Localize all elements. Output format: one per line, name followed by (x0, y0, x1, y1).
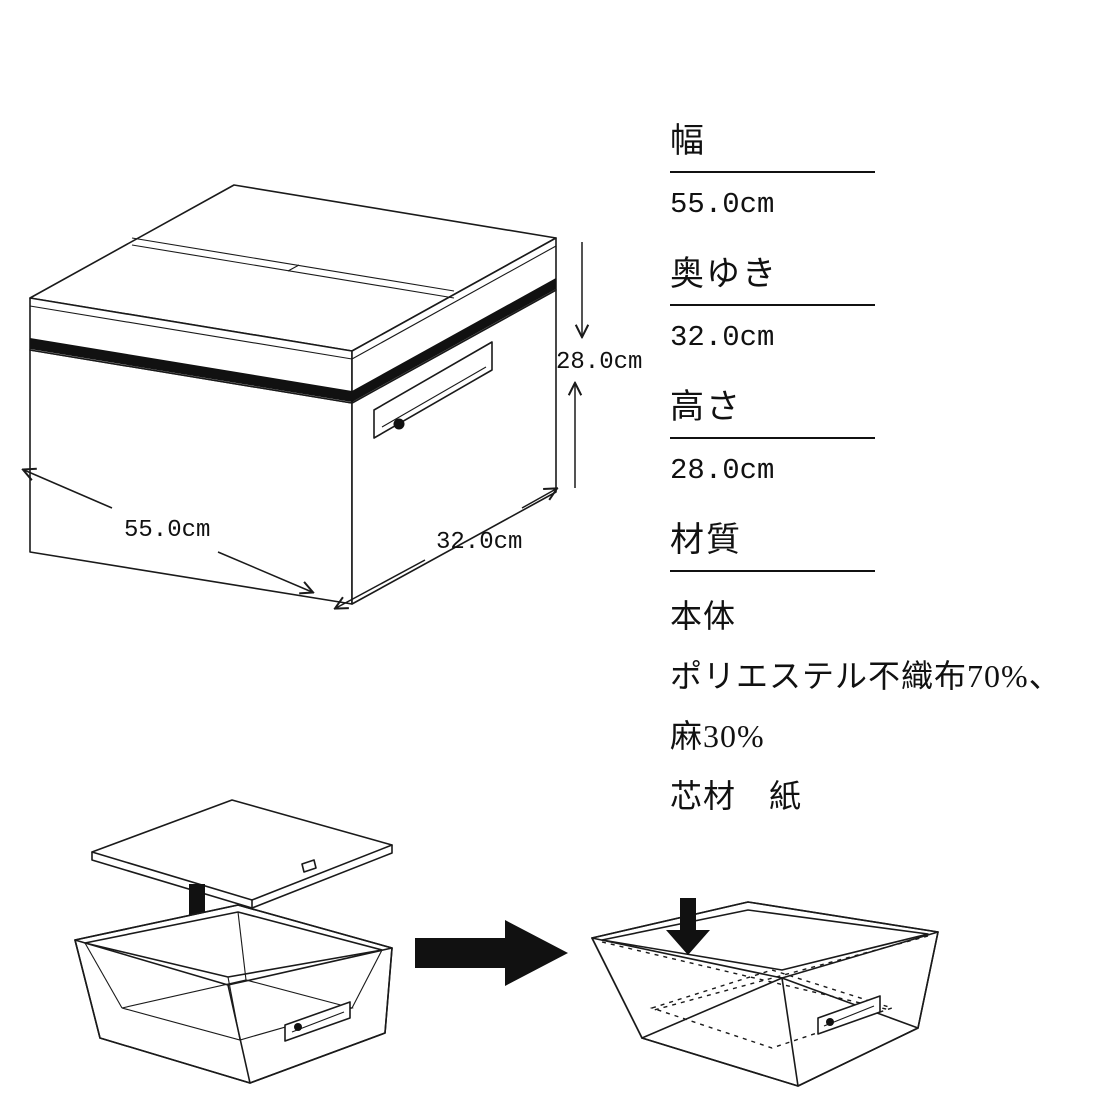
material-line-fabric: ポリエステル不織布70%、 (670, 658, 1062, 695)
handle-rivet-icon (826, 1018, 834, 1026)
spec-value-height: 28.0cm (670, 454, 775, 488)
lid-trim-stripe-front (30, 338, 352, 402)
depth-dimension-label: 32.0cm (436, 529, 522, 556)
handle-rivet-icon (294, 1023, 302, 1031)
height-dimension: 28.0cm (556, 242, 642, 488)
folding-box-handle (817, 995, 881, 1035)
down-arrow-icon-2 (666, 898, 710, 955)
assembly-folding-box (591, 901, 939, 1087)
assembly-lid (91, 799, 393, 909)
storage-box-diagram: 28.0cm 55.0cm 32.0cm (0, 184, 642, 640)
right-arrow-icon (415, 920, 568, 986)
box-handle (373, 341, 493, 439)
spec-label-depth: 奥ゆき (670, 255, 875, 307)
material-header: 材質 (670, 521, 875, 573)
spec-label-height: 高さ (670, 388, 875, 440)
spec-label-width: 幅 (670, 122, 875, 174)
lid-trim-stripe-side (352, 278, 556, 402)
material-line-linen: 麻30% (670, 718, 765, 755)
spec-value-width: 55.0cm (670, 188, 775, 222)
spec-height: 高さ 28.0cm (670, 388, 1100, 485)
assembly-open-box (74, 904, 393, 1084)
width-dimension-label: 55.0cm (124, 517, 210, 544)
spec-panel: 幅 55.0cm 奥ゆき 32.0cm 高さ 28.0cm 材質 本体 ポリエス… (670, 122, 1100, 840)
spec-value-depth: 32.0cm (670, 321, 775, 355)
material-line-body: 本体 (670, 598, 737, 635)
assembly-diagram (74, 799, 939, 1087)
width-dimension: 55.0cm (24, 470, 312, 592)
depth-dimension: 32.0cm (336, 489, 556, 608)
open-box-handle (284, 1001, 351, 1042)
height-dimension-label: 28.0cm (556, 349, 642, 376)
box-lid (29, 184, 557, 404)
spec-depth: 奥ゆき 32.0cm (670, 255, 1100, 352)
spec-width: 幅 55.0cm (670, 122, 1100, 219)
box-body (29, 289, 557, 605)
handle-rivet-icon (393, 418, 405, 430)
spec-material: 材質 本体 ポリエステル不織布70%、 麻30% 芯材 紙 (670, 521, 1100, 812)
material-line-core: 芯材 紙 (670, 778, 803, 815)
